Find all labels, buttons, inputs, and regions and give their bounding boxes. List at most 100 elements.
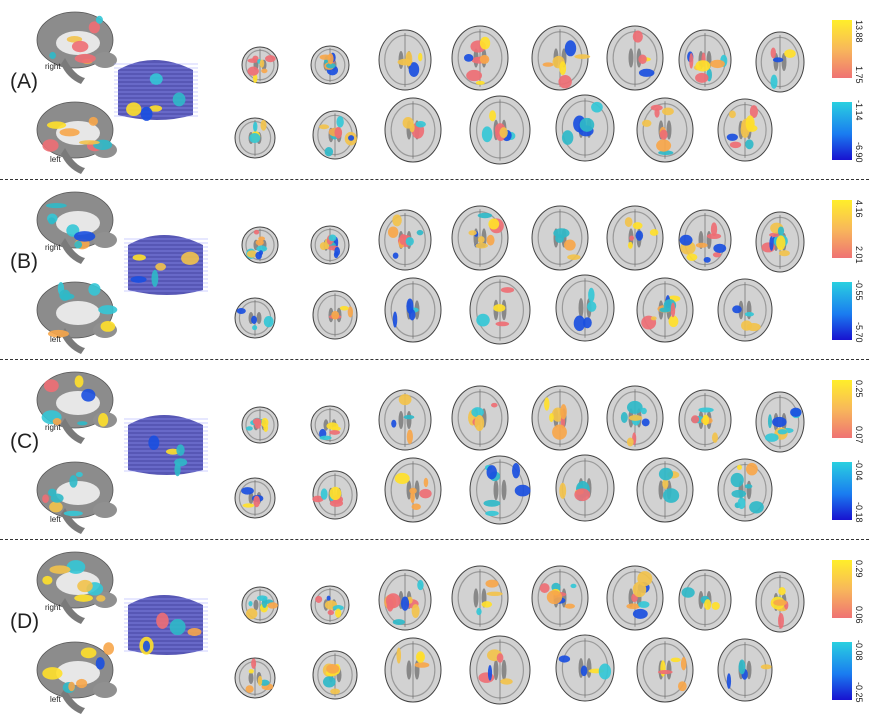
- panel-divider: [0, 359, 869, 360]
- colorbar-positive: [832, 380, 852, 438]
- colorbar-tick: 0.29: [854, 560, 864, 578]
- axial-slice: [469, 275, 531, 345]
- axial-slice: [606, 205, 664, 271]
- sagittal-left: [36, 461, 117, 534]
- colorbar-negative: [832, 642, 852, 700]
- axial-slice: [451, 565, 509, 631]
- side-label-right: right: [45, 62, 61, 71]
- axial-slice: [678, 389, 732, 451]
- sagittal-right: [36, 11, 117, 84]
- colorbar-negative: [832, 462, 852, 520]
- axial-slice: [531, 565, 589, 631]
- axial-slice: [755, 211, 805, 273]
- axial-slice: [378, 389, 432, 451]
- sagittal-right: [36, 191, 117, 264]
- brain-slices: [36, 191, 805, 354]
- axial-slice: [636, 97, 694, 163]
- sagittal-right: [36, 371, 117, 444]
- axial-slice: [531, 205, 589, 271]
- axial-slice: [378, 209, 432, 271]
- colorbar-tick: -0.04: [854, 460, 864, 481]
- axial-slice: [678, 569, 732, 631]
- axial-slice: [451, 25, 509, 91]
- axial-slice: [717, 98, 773, 162]
- axial-slice: [384, 97, 442, 163]
- axial-slice: [241, 586, 279, 624]
- panel-label: (C): [10, 430, 40, 453]
- axial-slice: [234, 477, 276, 519]
- axial-slice: [717, 638, 773, 702]
- axial-slice: [384, 457, 442, 523]
- axial-slice: [310, 225, 350, 265]
- axial-slice: [234, 297, 276, 339]
- panel-divider: [0, 539, 869, 540]
- slab-view: [124, 415, 208, 477]
- axial-slice: [555, 634, 615, 702]
- axial-slice: [312, 470, 358, 520]
- axial-slice: [717, 278, 773, 342]
- axial-slice: [469, 95, 531, 165]
- sagittal-left: [36, 281, 118, 354]
- sagittal-left: [36, 641, 117, 714]
- colorbar-tick: -0.08: [854, 640, 864, 661]
- colorbar-negative: [832, 102, 852, 160]
- axial-slice: [636, 457, 694, 523]
- colorbar-positive: [832, 560, 852, 618]
- side-label-left: left: [50, 335, 61, 344]
- colorbar-tick: -0.18: [854, 502, 864, 523]
- colorbar-tick: 13.88: [854, 20, 864, 43]
- colorbar-tick: 0.25: [854, 380, 864, 398]
- colorbar-positive: [832, 20, 852, 78]
- axial-slice: [469, 455, 531, 525]
- colorbar: 0.29 0.06 -0.08 -0.25: [832, 560, 864, 703]
- axial-slice: [234, 657, 276, 699]
- axial-slice: [678, 209, 732, 271]
- side-label-right: right: [45, 603, 61, 612]
- axial-slice: [755, 31, 805, 93]
- colorbar-tick: -1.14: [854, 100, 864, 121]
- side-label-left: left: [50, 155, 61, 164]
- slab-view: [124, 235, 208, 295]
- axial-slice: [234, 117, 276, 159]
- axial-slice: [241, 46, 279, 84]
- colorbar-tick: -0.25: [854, 682, 864, 703]
- side-label-left: left: [50, 515, 61, 524]
- panel-label: (B): [10, 250, 38, 273]
- colorbar-tick: -0.55: [854, 280, 864, 301]
- axial-slice: [755, 391, 805, 453]
- colorbar-positive: [832, 200, 852, 258]
- axial-slice: [717, 458, 773, 522]
- axial-slice: [636, 637, 694, 703]
- axial-slice: [241, 406, 279, 444]
- colorbar-tick: 0.06: [854, 606, 864, 624]
- colorbar-tick: -6.90: [854, 142, 864, 163]
- brain-slices: [36, 551, 805, 714]
- axial-slice: [755, 571, 805, 633]
- sagittal-left: [36, 101, 117, 174]
- axial-slice: [451, 205, 509, 271]
- axial-slice: [384, 637, 442, 703]
- axial-slice: [531, 385, 589, 451]
- slab-view: [114, 60, 198, 121]
- axial-slice: [469, 635, 531, 705]
- brain-slices: [36, 11, 805, 174]
- axial-slice: [378, 29, 432, 91]
- axial-slice: [312, 650, 358, 700]
- slab-view: [124, 595, 208, 655]
- axial-slice: [555, 94, 615, 162]
- axial-slice: [310, 45, 350, 85]
- axial-slice: [312, 110, 358, 160]
- axial-slice: [678, 29, 732, 91]
- colorbar-negative: [832, 282, 852, 340]
- axial-slice: [241, 226, 279, 264]
- axial-slice: [555, 454, 615, 522]
- axial-slice: [378, 569, 432, 631]
- colorbar-tick: 4.16: [854, 200, 864, 218]
- axial-slice: [606, 565, 664, 631]
